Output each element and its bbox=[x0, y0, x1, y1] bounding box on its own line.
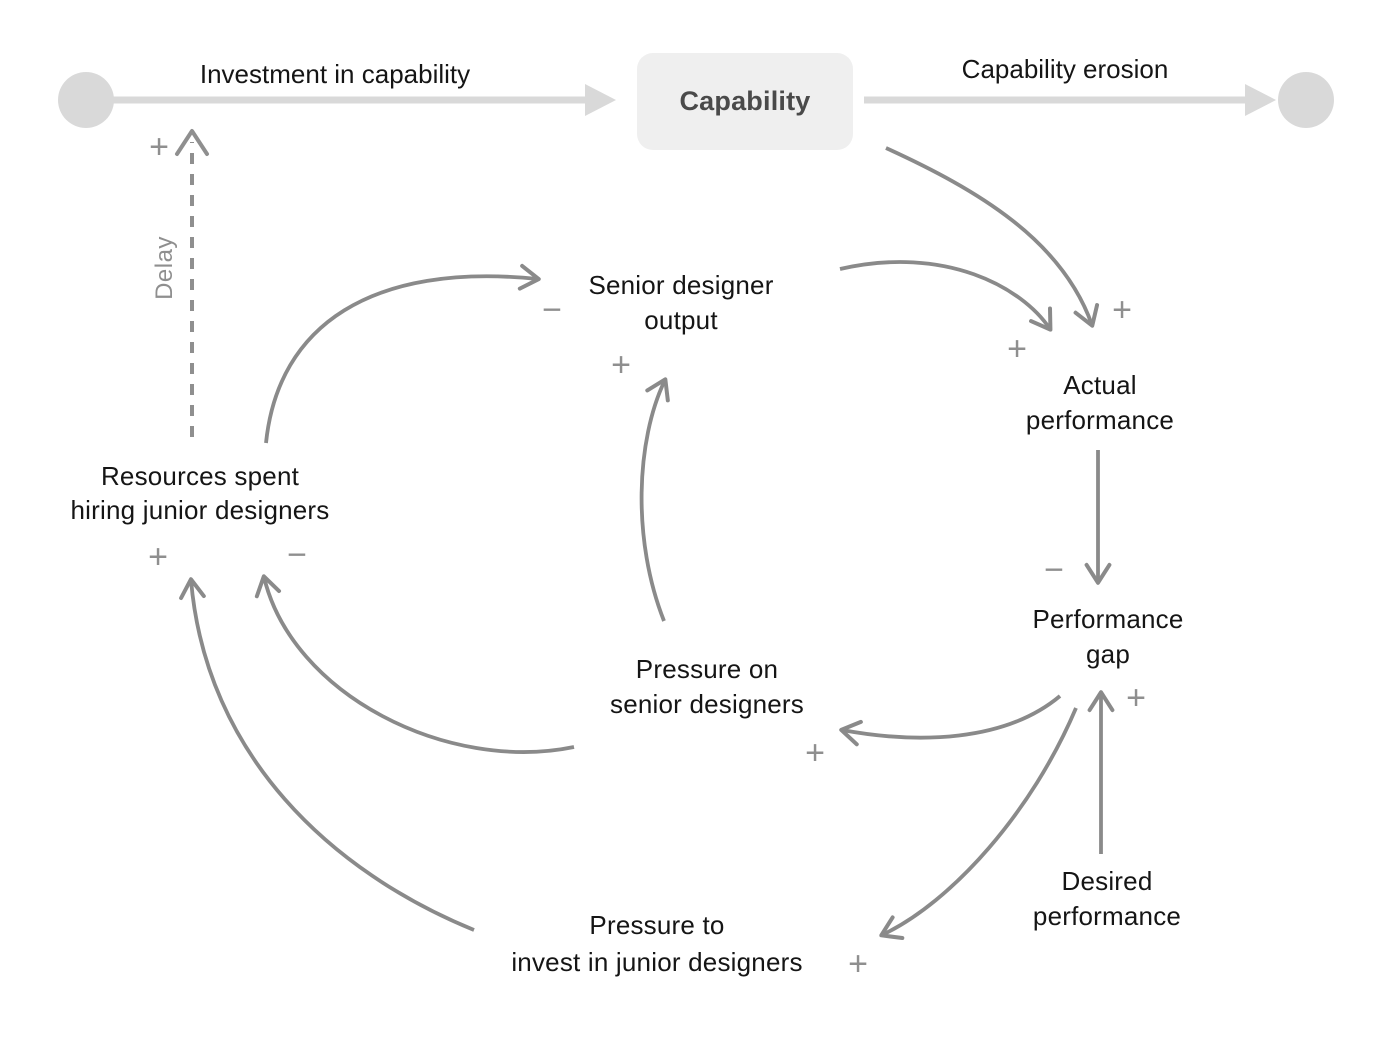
node-pressure-on-senior-designers: Pressure on senior designers bbox=[610, 654, 804, 719]
sign-pressure-senior-to-resources: − bbox=[287, 536, 307, 574]
node-pressure-to-invest: Pressure to invest in junior designers bbox=[511, 910, 803, 977]
sign-pressure-senior-to-senior-output: + bbox=[611, 346, 631, 384]
node-actual-performance: Actual performance bbox=[1025, 370, 1175, 435]
arrow-gap-to-pressure-senior bbox=[839, 694, 1062, 747]
sign-senior-output-to-actual: + bbox=[1007, 330, 1027, 368]
inflow-label: Investment in capability bbox=[199, 59, 471, 89]
sign-desired-to-gap: + bbox=[1126, 679, 1146, 717]
sign-actual-to-gap: − bbox=[1044, 551, 1064, 589]
sign-gap-to-pressure-invest: + bbox=[848, 945, 868, 983]
stock-capability-label: Capability bbox=[679, 86, 811, 116]
arrow-pressure-senior-to-senior-output bbox=[639, 377, 670, 622]
node-desired-performance: Desired performance bbox=[1032, 866, 1182, 931]
delay-arrowhead-icon bbox=[175, 129, 209, 156]
arrow-capability-to-actual bbox=[885, 146, 1100, 328]
arrow-senior-output-to-actual bbox=[839, 260, 1053, 332]
delay-label: Delay bbox=[151, 236, 178, 300]
inflow-arrowhead-icon bbox=[585, 84, 616, 116]
outflow-label: Capability erosion bbox=[961, 54, 1169, 84]
arrow-pressure-invest-to-resources bbox=[179, 577, 475, 932]
sign-gap-to-pressure-senior: + bbox=[805, 734, 825, 772]
arrow-gap-to-pressure-invest bbox=[879, 707, 1078, 941]
sign-pressure-invest-to-resources: + bbox=[148, 538, 168, 576]
node-resources-spent: Resources spent hiring junior designers bbox=[70, 461, 330, 525]
node-senior-designer-output: Senior designer output bbox=[588, 270, 774, 335]
sign-delay-link: + bbox=[149, 128, 169, 166]
outflow-arrowhead-icon bbox=[1245, 84, 1276, 116]
sign-capability-to-actual: + bbox=[1112, 291, 1132, 329]
arrow-resources-to-senior-output bbox=[264, 263, 541, 444]
sink-cloud-circle bbox=[1278, 72, 1334, 128]
arrow-pressure-senior-to-resources bbox=[254, 574, 575, 754]
node-performance-gap: Performance gap bbox=[1032, 604, 1184, 669]
stock-capability: Capability bbox=[637, 53, 853, 150]
sign-resources-to-senior-output: − bbox=[542, 291, 562, 329]
